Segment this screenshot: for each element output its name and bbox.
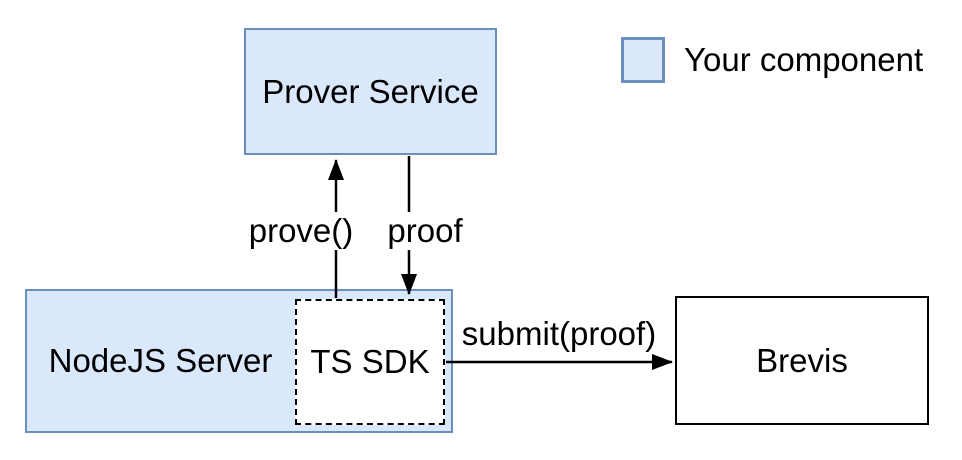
node-nodejs-server-label: NodeJS Server: [48, 342, 273, 380]
node-ts-sdk-label: TS SDK: [310, 343, 430, 381]
node-prover-service-label: Prover Service: [262, 72, 479, 110]
legend-your-component-swatch: [621, 37, 665, 83]
node-ts-sdk: TS SDK: [295, 299, 445, 425]
node-brevis: Brevis: [675, 296, 929, 425]
node-brevis-label: Brevis: [756, 341, 848, 379]
node-prover-service: Prover Service: [244, 28, 497, 155]
edge-label-proof: proof: [384, 212, 466, 250]
edge-label-submit: submit(proof): [458, 315, 660, 353]
legend-your-component-label: Your component: [684, 41, 924, 79]
edge-label-prove: prove(): [245, 212, 357, 250]
